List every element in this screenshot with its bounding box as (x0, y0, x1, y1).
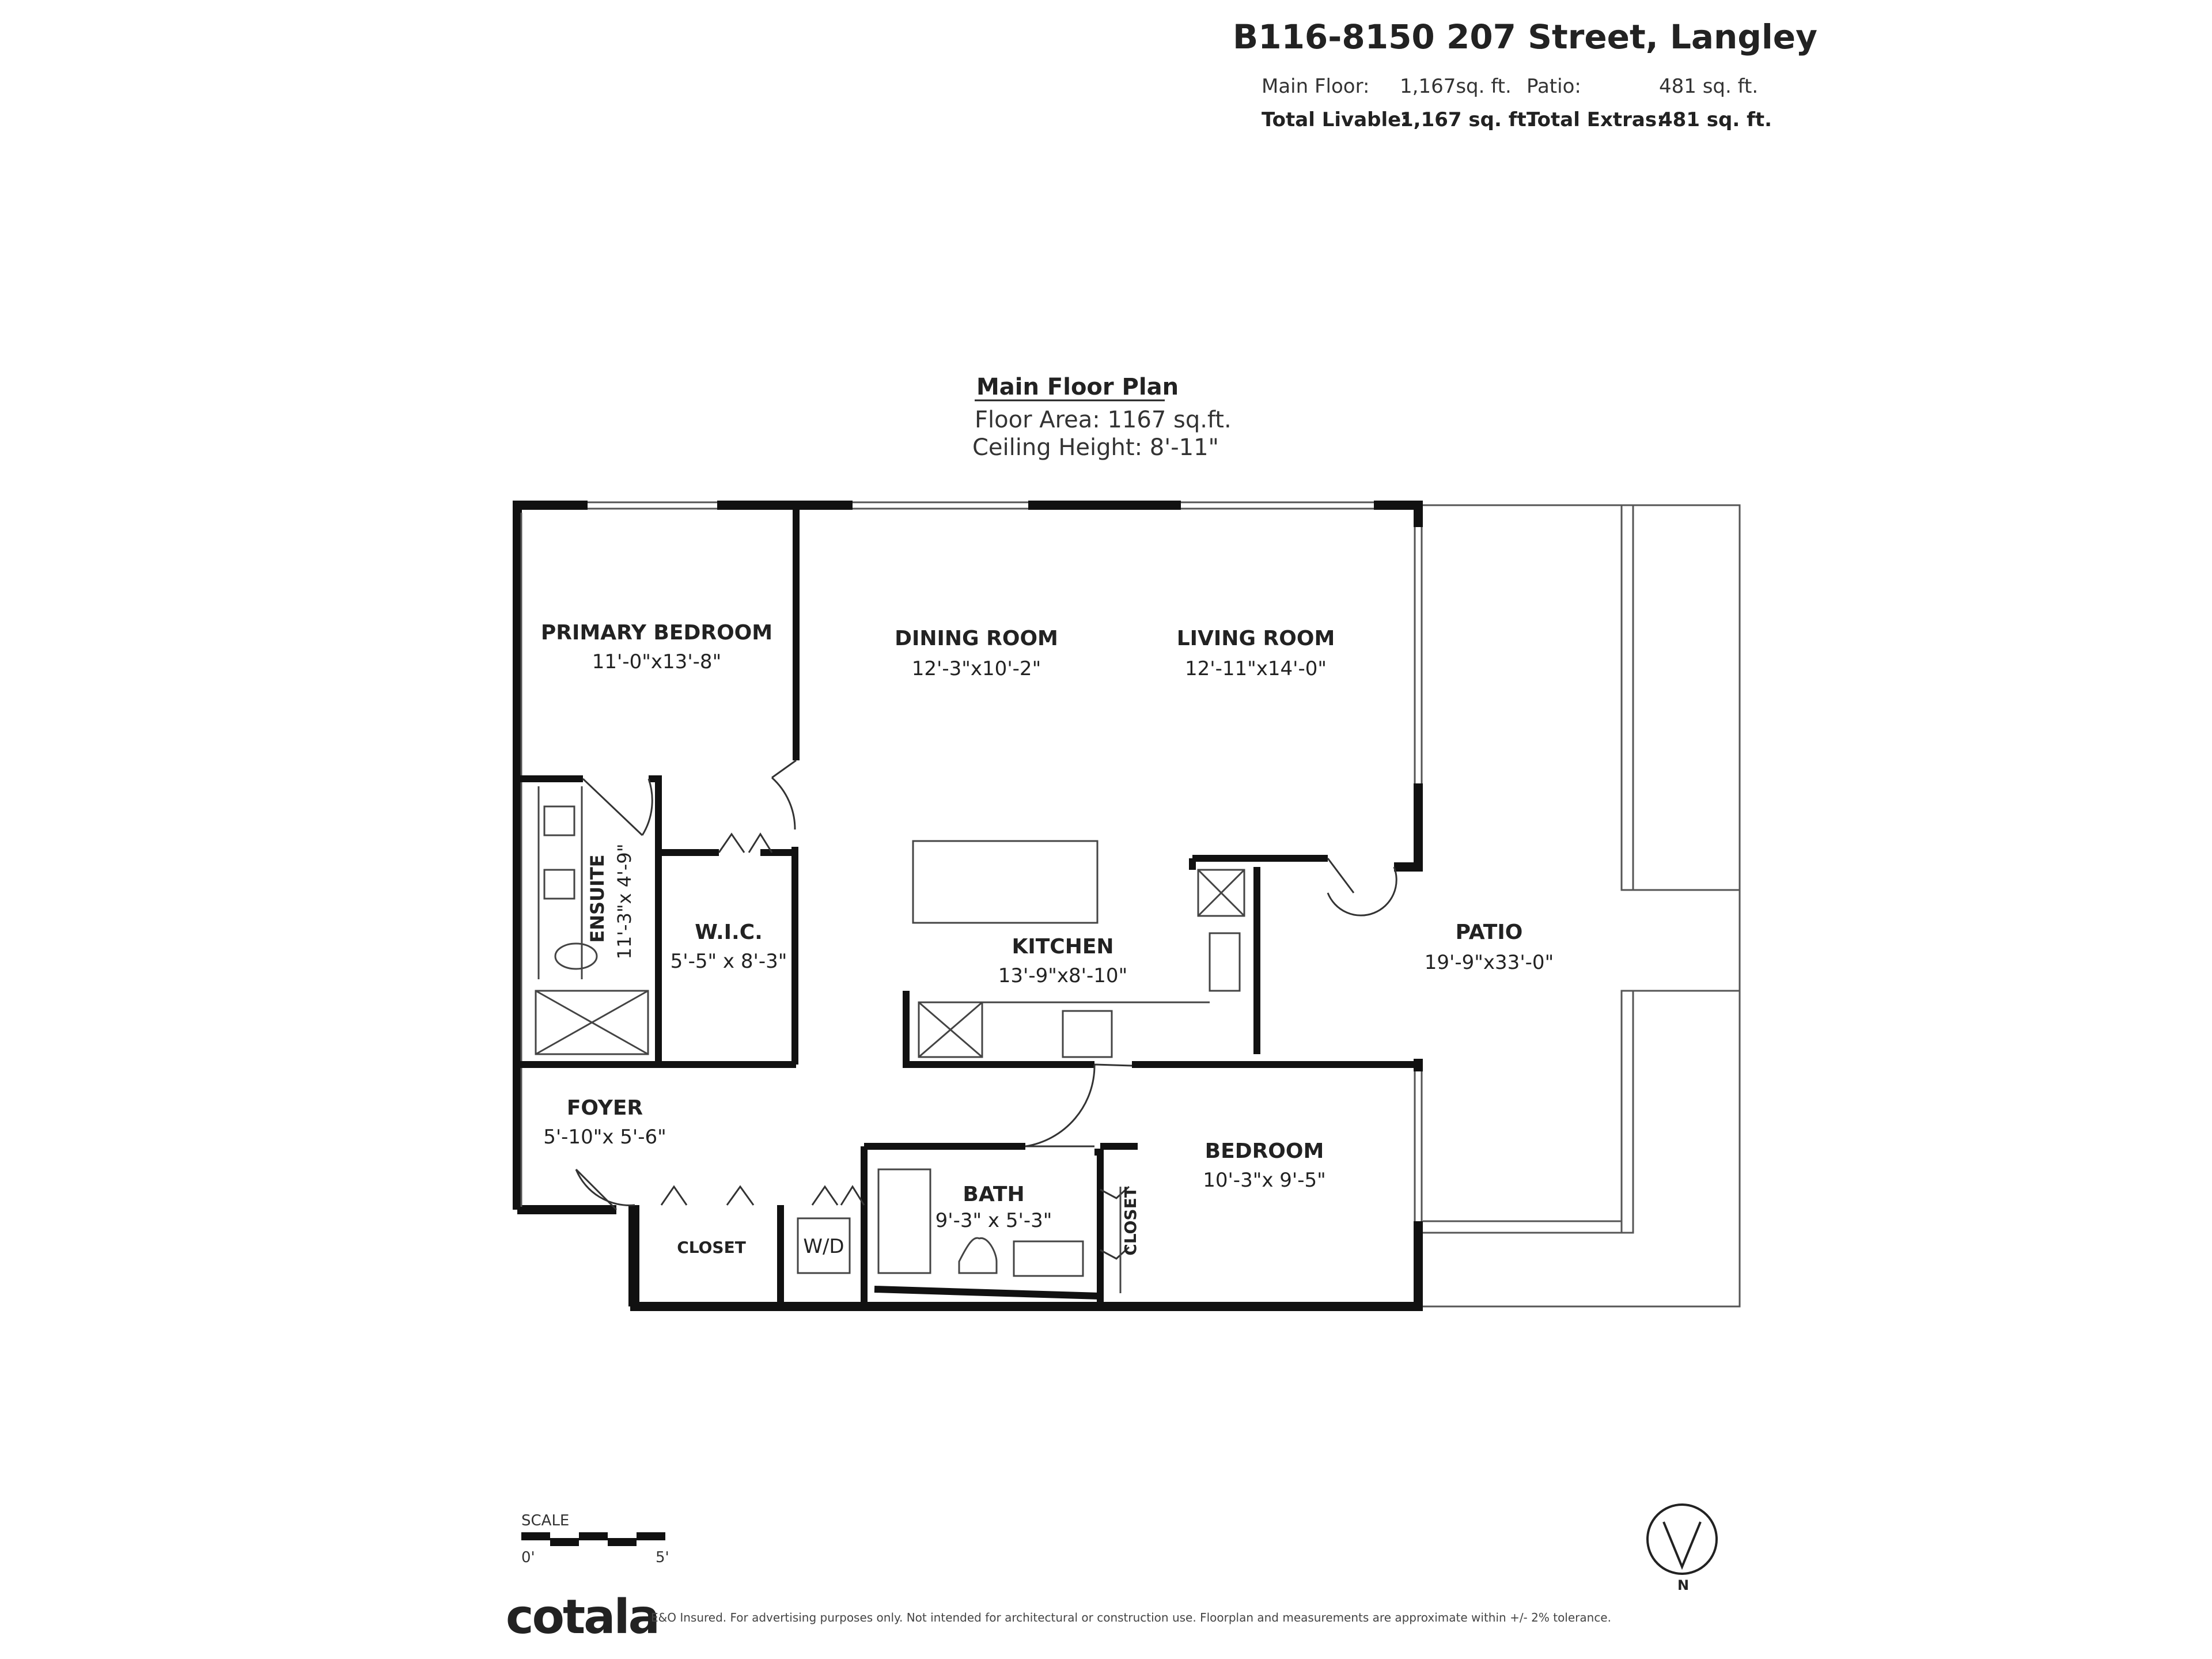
room-dims-ensuite: 11'-3"x 4'-9" (613, 843, 635, 959)
bath-toilet (958, 1237, 998, 1274)
total-livable-label: Total Livable: (1262, 108, 1409, 131)
room-dims-living-room: 12'-11"x14'-0" (1185, 657, 1327, 680)
room-dims-dining-room: 12'-3"x10'-2" (912, 657, 1041, 680)
room-label-dining-room: DINING ROOM (895, 627, 1058, 650)
room-dims-kitchen: 13'-9"x8'-10" (998, 964, 1127, 987)
brand-logo: cotala (506, 1590, 660, 1645)
property-address: B116-8150 207 Street, Langley (1233, 17, 1817, 56)
room-dims-primary-bedroom: 11'-0"x13'-8" (592, 650, 721, 673)
room-label-patio: PATIO (1456, 921, 1523, 944)
room-label-closet-foyer: CLOSET (677, 1238, 746, 1257)
ensuite-toilet (554, 942, 598, 970)
kitchen-sink-counter (1197, 869, 1245, 917)
stove (1062, 1010, 1113, 1058)
north-compass: N (1646, 1503, 1718, 1593)
patio-outline (1423, 504, 1741, 1308)
north-arrow-icon (1662, 1521, 1702, 1570)
room-label-bedroom: BEDROOM (1205, 1139, 1324, 1163)
ensuite-sink-1 (543, 805, 575, 836)
disclaimer-text: E&O Insured. For advertising purposes on… (651, 1611, 1611, 1624)
scale-label: SCALE (521, 1512, 569, 1529)
room-dims-wic: 5'-5" x 8'-3" (671, 950, 787, 973)
total-extras-label: Total Extras: (1527, 108, 1665, 131)
scale-start: 0' (521, 1549, 535, 1566)
scale-bar: SCALE 0' 5' (521, 1512, 669, 1566)
bath-tub (877, 1168, 931, 1274)
bath-vanity (1013, 1240, 1084, 1277)
room-dims-foyer: 5'-10"x 5'-6" (543, 1126, 666, 1149)
room-dims-patio: 19'-9"x33'-0" (1425, 951, 1554, 974)
plan-floor-area: Floor Area: 1167 sq.ft. (975, 407, 1232, 433)
kitchen-island (912, 840, 1099, 924)
fixtures (535, 786, 1245, 1293)
room-dims-bedroom: 10'-3"x 9'-5" (1203, 1169, 1326, 1192)
scale-end: 5' (656, 1549, 669, 1566)
room-label-kitchen: KITCHEN (1012, 935, 1113, 959)
room-label-ensuite: ENSUITE (586, 854, 608, 942)
room-label-wic: W.I.C. (695, 921, 763, 944)
plan-ceiling-height: Ceiling Height: 8'-11" (972, 434, 1219, 461)
door-swings (575, 759, 1397, 1260)
patio-label: Patio: (1527, 75, 1581, 98)
room-label-bath: BATH (963, 1183, 1024, 1206)
ensuite-shower (535, 990, 649, 1055)
room-dims-bath: 9'-3" x 5'-3" (935, 1209, 1052, 1232)
room-label-wd: W/D (803, 1235, 844, 1258)
main-floor-label: Main Floor: (1262, 75, 1370, 98)
main-floor-value: 1,167sq. ft. (1400, 75, 1512, 98)
compass-north-label: N (1677, 1577, 1689, 1593)
plan-title: Main Floor Plan (976, 374, 1179, 400)
total-extras-value: 481 sq. ft. (1659, 108, 1772, 131)
room-label-living-room: LIVING ROOM (1177, 627, 1335, 650)
interior-walls (518, 507, 1418, 1306)
windows (520, 501, 1423, 1221)
room-label-primary-bedroom: PRIMARY BEDROOM (541, 621, 772, 645)
room-label-foyer: FOYER (567, 1096, 643, 1120)
total-livable-value: 1,167 sq. ft. (1400, 108, 1534, 131)
room-label-closet-bedroom: CLOSET (1121, 1187, 1140, 1256)
patio-value: 481 sq. ft. (1659, 75, 1759, 98)
kitchen-sink (1209, 932, 1241, 992)
washer-dryer (797, 1217, 851, 1274)
ensuite-sink-2 (543, 869, 575, 900)
